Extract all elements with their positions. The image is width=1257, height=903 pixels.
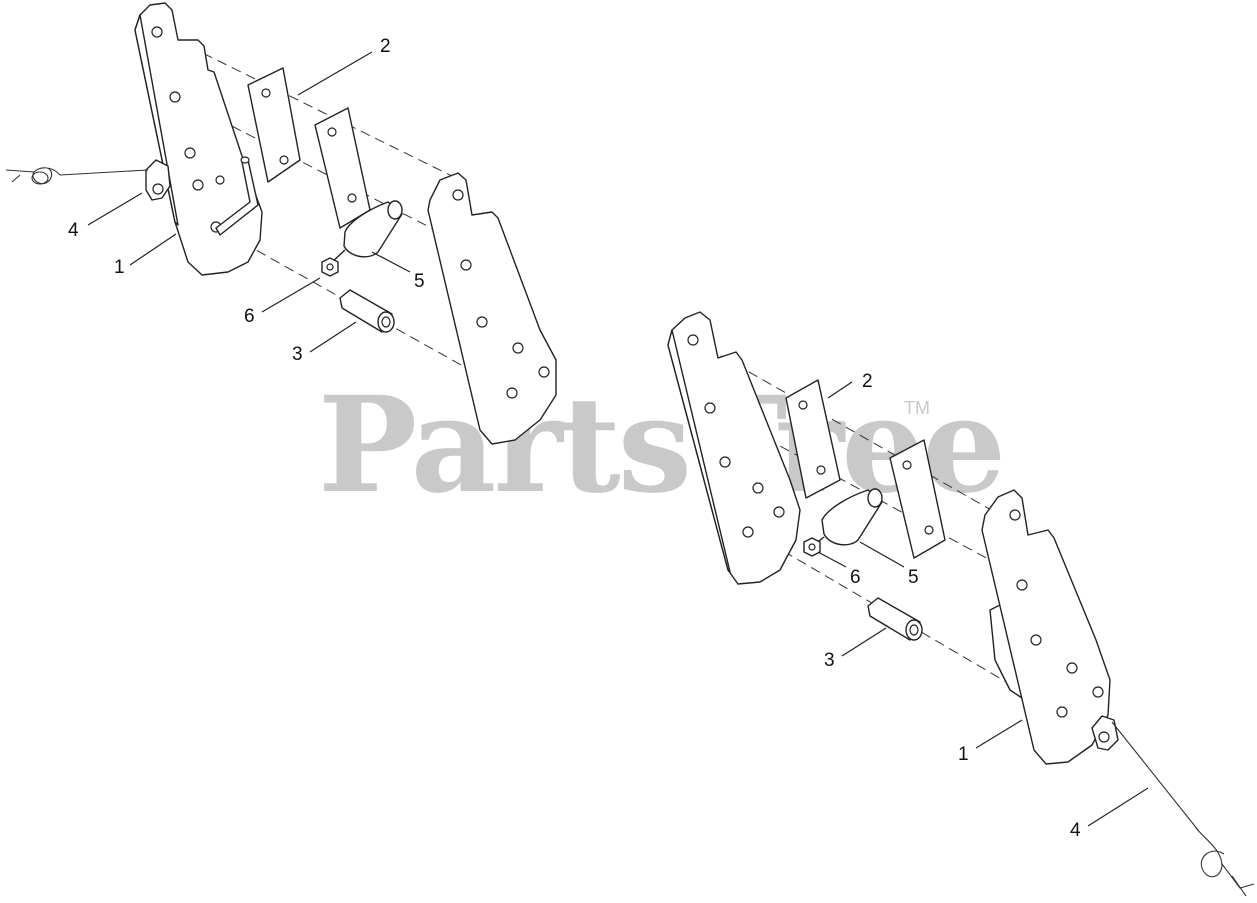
- leaders-right: [817, 381, 1149, 827]
- spacer-shim-a-right: [785, 379, 841, 499]
- callout-labels: 2 4 1 5 6 3 2 6 5 3 1 4: [68, 36, 1081, 841]
- callout-left-5: 5: [414, 271, 425, 292]
- mount-plate-front-left: [427, 172, 557, 445]
- callout-right-4: 4: [1070, 820, 1081, 841]
- callout-left-1: 1: [114, 257, 125, 278]
- watermark-trademark: TM: [904, 398, 930, 418]
- callout-left-4: 4: [68, 220, 79, 241]
- callout-right-2: 2: [862, 371, 873, 392]
- watermark-text: PartsTree: [318, 368, 1006, 523]
- bushing-tube-right: [867, 597, 923, 641]
- bumper-stop-right: [813, 488, 883, 546]
- mount-plate-rear-right: [667, 311, 801, 585]
- lanyard-pin-right: [1091, 715, 1255, 897]
- hex-nut-left: [321, 257, 339, 277]
- spacer-shim-a-left: [247, 67, 301, 183]
- mount-plate-front-right: [981, 489, 1111, 765]
- mount-plate-rear-left: [134, 2, 263, 276]
- assembly-left: [5, 2, 557, 445]
- callout-right-6: 6: [850, 567, 861, 588]
- lanyard-pin-left: [5, 159, 171, 201]
- callout-left-6: 6: [244, 306, 255, 327]
- spacer-shim-b-right: [889, 439, 946, 559]
- spacer-shim-b-left: [314, 107, 371, 229]
- hex-nut-right: [803, 537, 821, 557]
- callout-right-3: 3: [824, 650, 835, 671]
- callout-left-2: 2: [380, 36, 391, 57]
- callout-right-1: 1: [958, 744, 969, 765]
- callout-left-3: 3: [292, 344, 303, 365]
- leaders-left: [87, 51, 411, 353]
- bushing-tube-left: [339, 289, 395, 333]
- assembly-right: [667, 311, 1255, 897]
- callout-right-5: 5: [908, 567, 919, 588]
- bumper-stop-left: [331, 200, 403, 263]
